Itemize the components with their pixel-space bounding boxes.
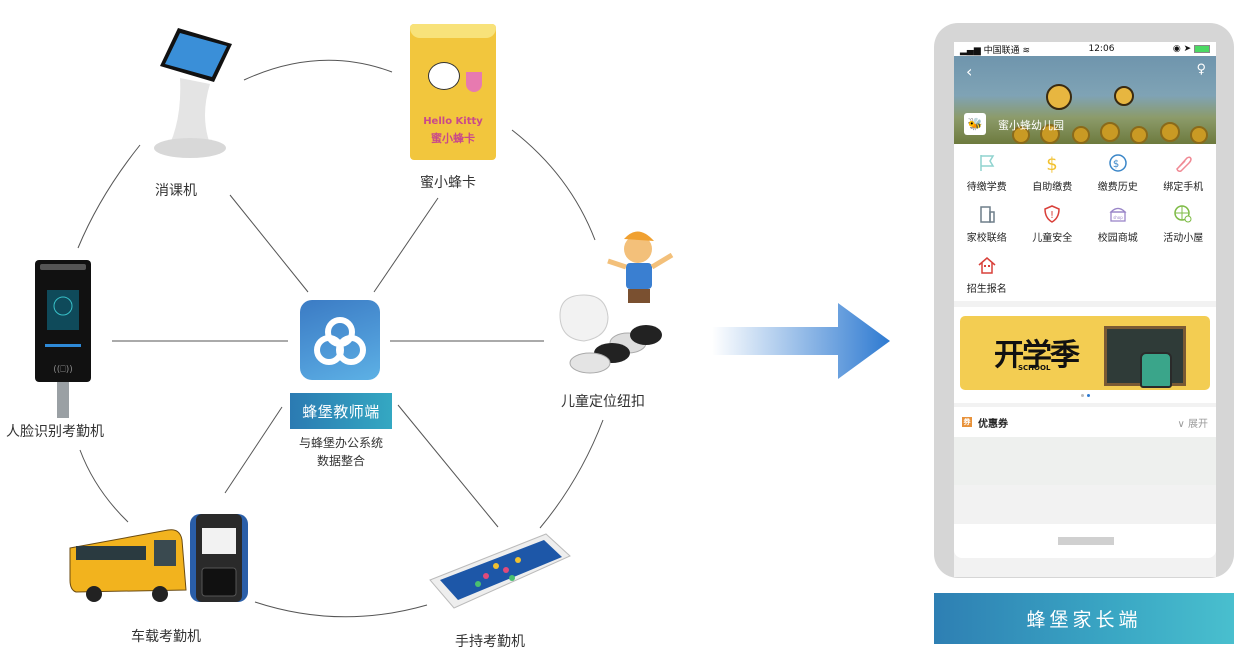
- coupon-label: 优惠券: [978, 418, 1008, 430]
- promo-slide-school-season[interactable]: 开学季 SCHOOL: [960, 316, 1210, 390]
- dollar-icon: $: [1041, 152, 1063, 174]
- grid-item-enrollment[interactable]: 招生报名: [954, 254, 1020, 295]
- label-face: 人脸识别考勤机: [6, 424, 104, 440]
- grid-item-activity-room[interactable]: 活动小屋: [1151, 203, 1217, 244]
- house-icon: [976, 254, 998, 276]
- grid-item-campus-shop[interactable]: shop 校园商城: [1085, 203, 1151, 244]
- tracker-device-image: [550, 225, 680, 385]
- grid-item-pending-tuition[interactable]: 待缴学费: [954, 152, 1020, 193]
- teacher-app-icon: [300, 300, 380, 380]
- parent-app-phone-mockup: ▂▄▆ 中国联通 ︎≋ 12:06 ◉ ➤ ‹ ♀ 🐝 蜜小蜂幼儿园 待缴学费: [934, 23, 1234, 578]
- teacher-app-description: 与蜂堡办公系统 数据整合: [298, 436, 383, 468]
- coupon-row[interactable]: 券 优惠券 ∨ 展开: [954, 407, 1216, 437]
- grid-item-self-pay[interactable]: $ 自助缴费: [1032, 152, 1073, 193]
- label-tracker: 儿童定位纽扣: [561, 394, 645, 410]
- svg-text:$: $: [1047, 154, 1058, 173]
- kiosk-device-image: [150, 26, 240, 166]
- coupon-icon: 券: [962, 417, 972, 427]
- globe-search-icon: [1172, 203, 1194, 225]
- svg-text:shop: shop: [1113, 215, 1123, 220]
- bee-mascot-image: [1114, 86, 1134, 106]
- carrier-signal: ▂▄▆ 中国联通 ︎≋: [960, 45, 1031, 56]
- chevron-down-icon: ∨: [1177, 418, 1185, 430]
- school-name: 蜜小蜂幼儿园: [998, 119, 1064, 132]
- grid-item-home-school[interactable]: 家校联络: [954, 203, 1020, 244]
- label-card: 蜜小蜂卡: [420, 175, 476, 191]
- fengbao-logo-icon: [314, 317, 366, 365]
- home-indicator[interactable]: [1058, 537, 1114, 545]
- arc-tracker-handheld: [539, 419, 604, 529]
- status-time: 12:06: [1088, 44, 1115, 54]
- user-profile-icon[interactable]: ♀: [1196, 62, 1206, 77]
- arc-bus-face: [79, 449, 129, 523]
- phone-bottom-bar: [954, 524, 1216, 558]
- arc-handheld-bus: [254, 601, 428, 618]
- svg-text:((⎕)): ((⎕)): [53, 365, 72, 375]
- building-icon: [976, 203, 998, 225]
- school-logo: 🐝: [964, 113, 986, 135]
- coupon-content-area: [954, 437, 1216, 485]
- flag-icon: [976, 152, 998, 174]
- phone-screen: ▂▄▆ 中国联通 ︎≋ 12:06 ◉ ➤ ‹ ♀ 🐝 蜜小蜂幼儿园 待缴学费: [954, 42, 1216, 577]
- label-handheld: 手持考勤机: [455, 634, 525, 650]
- honey-card-image: Hello Kitty 蜜小蜂卡: [410, 24, 496, 160]
- spoke-card: [373, 197, 439, 293]
- spoke-bus: [224, 406, 283, 494]
- carousel-dot[interactable]: [1080, 394, 1084, 397]
- bus-device-image: [68, 510, 253, 610]
- promo-carousel[interactable]: 开学季 SCHOOL: [954, 307, 1216, 403]
- grid-item-bind-phone[interactable]: 绑定手机: [1151, 152, 1217, 193]
- feature-grid: 待缴学费 $ 自助缴费 $ 缴费历史 绑定手机 家校联络 ! 儿童安全: [954, 144, 1216, 301]
- spoke-kiosk: [229, 194, 309, 293]
- shield-alert-icon: !: [1041, 203, 1063, 225]
- carousel-dot-active[interactable]: [1086, 394, 1090, 397]
- parent-app-label: 蜂堡家长端: [934, 593, 1234, 644]
- spoke-handheld: [397, 404, 499, 528]
- teacher-app-label: 蜂堡教师端: [290, 393, 392, 429]
- svg-text:!: !: [1050, 210, 1054, 221]
- label-kiosk: 消课机: [155, 183, 197, 199]
- svg-text:$: $: [1113, 159, 1119, 170]
- arc-card-tracker: [511, 129, 596, 241]
- handheld-device-image: [428, 530, 573, 612]
- backpack-image: [1140, 352, 1172, 388]
- face-terminal-image: ((⎕)): [33, 260, 93, 420]
- bee-mascot-image: [1046, 84, 1072, 110]
- arc-kiosk-card: [243, 59, 393, 81]
- status-bar: ▂▄▆ 中国联通 ︎≋ 12:06 ◉ ➤: [954, 42, 1216, 56]
- back-icon[interactable]: ‹: [966, 62, 973, 81]
- arc-face-kiosk: [77, 144, 141, 249]
- shop-icon: shop: [1107, 203, 1129, 225]
- school-banner: ‹ ♀ 🐝 蜜小蜂幼儿园: [954, 56, 1216, 144]
- grid-item-child-safety[interactable]: ! 儿童安全: [1020, 203, 1086, 244]
- expand-toggle[interactable]: ∨ 展开: [1177, 418, 1208, 430]
- carousel-indicator: [960, 390, 1210, 399]
- flow-arrow-icon: [712, 303, 890, 379]
- paperclip-icon: [1172, 152, 1194, 174]
- label-bus: 车载考勤机: [131, 629, 201, 645]
- payment-history-icon: $: [1107, 152, 1129, 174]
- grid-item-payment-history[interactable]: $ 缴费历史: [1085, 152, 1151, 193]
- battery-icon: ◉ ➤: [1173, 44, 1210, 54]
